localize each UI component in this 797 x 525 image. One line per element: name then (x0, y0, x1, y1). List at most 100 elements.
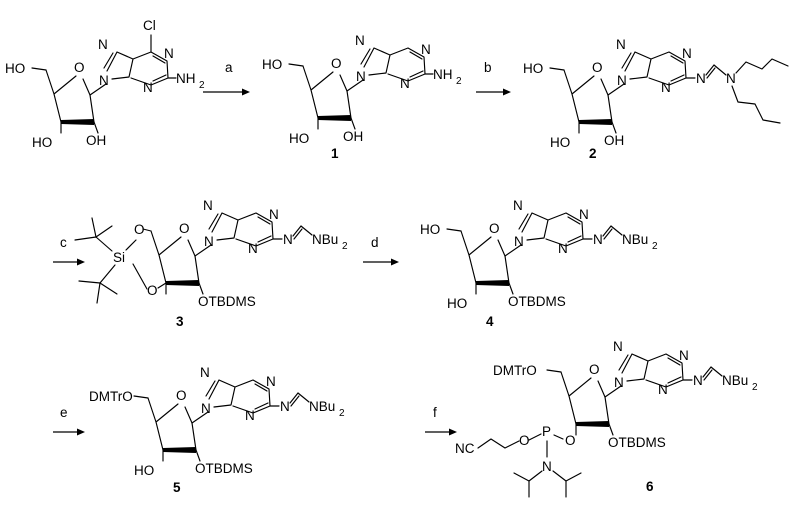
structure-compound-2: N N N N O N N HO HO OH (523, 37, 789, 150)
atom-label-n: N (355, 33, 365, 48)
compound-number-3: 3 (176, 314, 184, 329)
atom-label-oh: OH (86, 133, 106, 148)
atom-label-n: N (266, 374, 276, 389)
atom-label-o: O (519, 433, 530, 448)
atom-chlorine: Cl (143, 18, 156, 33)
atom-label-nbu: NBu (312, 232, 338, 247)
step-label-b: b (484, 60, 492, 75)
structure-compound-4: N N N N O N NBu 2 HO HO OTBDMS (420, 198, 658, 311)
atom-label-nbu: NBu (622, 232, 648, 247)
atom-label-otbdms: OTBDMS (608, 435, 666, 450)
atom-label-n: N (203, 198, 213, 213)
atom-label-n: N (616, 37, 626, 52)
atom-label-si: Si (113, 250, 125, 265)
atom-label-n: N (682, 46, 692, 61)
atom-label-o: O (592, 60, 603, 75)
atom-label-n: N (593, 232, 603, 247)
atom-label-2: 2 (456, 76, 462, 87)
atom-label-o: O (565, 433, 576, 448)
atom-label-n: N (661, 80, 671, 95)
atom-label-n: N (614, 375, 624, 390)
atom-label-ho: HO (5, 61, 25, 76)
atom-label-n: N (696, 71, 706, 86)
atom-label-p: P (542, 424, 551, 439)
atom-label-2: 2 (752, 382, 758, 393)
step-label-c: c (60, 235, 67, 250)
atom-label-ho: HO (32, 135, 52, 150)
compound-number-4: 4 (486, 314, 494, 329)
atom-label-2: 2 (339, 408, 345, 419)
structure-compound-3: N N N N O N NBu 2 O Si O OTBDMS (74, 198, 348, 309)
atom-label-ho: HO (447, 296, 467, 311)
atom-label-oh: OH (343, 129, 363, 144)
atom-label-o: O (134, 222, 145, 237)
atom-label-n: N (269, 207, 279, 222)
atom-label-n: N (164, 46, 174, 61)
atom-label-o: O (589, 362, 600, 377)
atom-label-n: N (248, 241, 258, 256)
atom-label-oh: OH (604, 133, 624, 148)
atom-label-n: N (513, 198, 523, 213)
atom-label-n: N (514, 234, 524, 249)
atom-label-n: N (726, 71, 736, 86)
atom-label-ho: HO (262, 57, 282, 72)
atom-label-n: N (421, 42, 431, 57)
atom-label-otbdms: OTBDMS (508, 294, 566, 309)
reaction-arrow-a: a (203, 60, 250, 96)
atom-label-n: N (200, 365, 210, 380)
atom-label-n: N (99, 73, 109, 88)
atom-label-n: N (613, 339, 623, 354)
reaction-arrow-f: f (425, 405, 457, 436)
atom-label-nbu: NBu (309, 399, 335, 414)
atom-label-o: O (176, 388, 187, 403)
atom-label-n: N (356, 69, 366, 84)
atom-label-n: N (617, 73, 627, 88)
atom-label-n: N (542, 459, 552, 474)
atom-label-n: N (98, 37, 108, 52)
compound-number-1: 1 (331, 146, 339, 161)
atom-label-nh: NH (433, 67, 453, 82)
atom-label-2: 2 (342, 241, 348, 252)
atom-label-ho: HO (420, 222, 440, 237)
atom-label-ho: HO (523, 61, 543, 76)
atom-label-o: O (74, 60, 85, 75)
step-label-f: f (433, 405, 437, 420)
atom-label-otbdms: OTBDMS (198, 294, 256, 309)
atom-label-n: N (201, 401, 211, 416)
step-label-d: d (371, 235, 379, 250)
atom-label-otbdms: OTBDMS (195, 461, 253, 476)
atom-label-n: N (283, 232, 293, 247)
atom-label-nc: NC (455, 441, 475, 456)
reaction-arrow-b: b (476, 60, 511, 96)
atom-label-n: N (558, 241, 568, 256)
atom-label-ho: HO (134, 463, 154, 478)
reaction-arrow-c: c (53, 235, 85, 266)
atom-label-2: 2 (199, 80, 205, 91)
atom-label-n: N (400, 76, 410, 91)
compound-number-2: 2 (589, 146, 597, 161)
atom-label-nbu: NBu (722, 373, 748, 388)
compound-number-6: 6 (646, 479, 654, 494)
atom-label-ho: HO (289, 131, 309, 146)
atom-label-o: O (179, 221, 190, 236)
atom-label-n: N (204, 234, 214, 249)
compound-number-5: 5 (173, 480, 181, 495)
reaction-arrow-e: e (53, 405, 85, 436)
step-label-e: e (60, 405, 68, 420)
atom-label-nh: NH (176, 71, 196, 86)
atom-label-2: 2 (652, 241, 658, 252)
atom-label-n: N (143, 80, 153, 95)
atom-label-n: N (245, 408, 255, 423)
atom-label-n: N (679, 348, 689, 363)
atom-label-n: N (579, 207, 589, 222)
atom-label-o: O (147, 283, 158, 298)
step-label-a: a (225, 60, 233, 75)
atom-label-n: N (658, 382, 668, 397)
atom-label-dmtro: DMTrO (89, 389, 133, 404)
atom-label-o: O (489, 221, 500, 236)
